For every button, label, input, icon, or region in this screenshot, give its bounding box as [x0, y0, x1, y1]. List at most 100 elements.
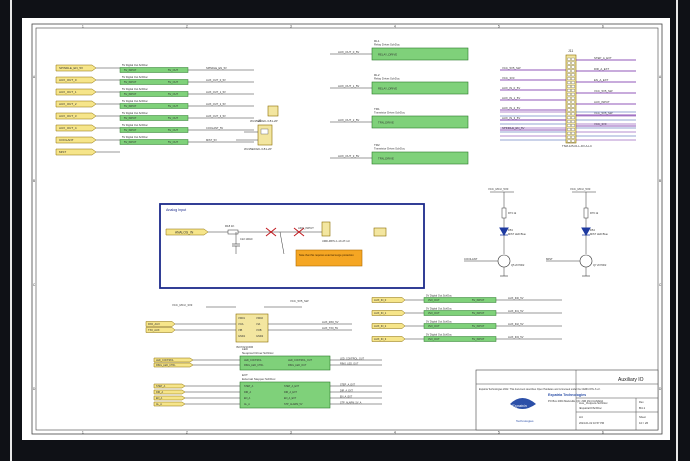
svg-text:Aux_Outputs.SchDoc: Aux_Outputs.SchDoc: [579, 401, 608, 405]
svg-text:Expatria: Expatria: [512, 403, 527, 408]
ext-stepper-net-in: EN_A: [156, 397, 163, 400]
input-port-label: AUX_OUT_1: [59, 90, 77, 94]
relay-net: AUX_OUT_3_5V: [338, 154, 359, 158]
row-label: D: [33, 387, 36, 391]
led-mosfet: [497, 254, 511, 268]
isolator-pin-right: VOB: [256, 328, 262, 332]
relay-net: AUX_OUT_2_5V: [338, 118, 359, 122]
svg-text:ISO7221CDR: ISO7221CDR: [236, 345, 253, 349]
led-resistor: [501, 207, 507, 219]
row-label: A: [659, 75, 662, 79]
relay-net: AUX_OUT_1_5V: [338, 84, 359, 88]
led-resistor: [583, 207, 589, 219]
column-label: 2: [186, 431, 188, 435]
aux-input-net: AUX_IN_1: [374, 311, 387, 315]
driver-doc-label: 5V Digital Out.SchDoc: [122, 123, 149, 127]
aux-input-doc: 5V Digital Out.SchDoc: [426, 294, 453, 298]
input-port-flag: [55, 76, 97, 84]
relay-doc: Transistor Driver.SchDoc: [374, 147, 406, 151]
led-driver-net-in: LED_CONTROL: [156, 359, 174, 362]
ext-stepper-pin-in: EN_A: [244, 397, 251, 400]
row-label: A: [33, 75, 36, 79]
led-fet-label: Q7 2N7002: [593, 263, 607, 267]
led-supply-label: VCC_MCU_5V0: [488, 187, 509, 191]
svg-text:ADC_INPUT: ADC_INPUT: [298, 226, 314, 230]
svg-text:Technologies: Technologies: [516, 419, 534, 423]
led-diode: [581, 227, 591, 237]
svg-text:Rev: Rev: [639, 400, 644, 404]
input-port-flag: [55, 148, 97, 156]
aux-input-pin-in: 3V3_OUT: [428, 298, 440, 302]
svg-text:R18 1K: R18 1K: [225, 224, 234, 228]
row-label: B: [659, 179, 661, 183]
relay-pin: RELAY_DRIVE: [378, 87, 397, 91]
isolator-pin-left: VIB: [238, 328, 242, 332]
input-port-label: AUX_OUT_3: [59, 114, 77, 118]
aux-input-pin-out: 5V_INPUT: [472, 324, 485, 328]
input-port-label: MIST: [59, 150, 66, 154]
led-ref: D53: [508, 228, 513, 232]
j11-right-net: VCC_5V5_SW: [594, 111, 613, 115]
j11-left-net: AUX_IN_3_5V: [502, 116, 520, 120]
driver-net-label: AUX_OUT_0_5V: [206, 78, 226, 82]
svg-text:EXT: EXT: [242, 373, 248, 377]
j11-left-net: VCC_3V3: [502, 76, 515, 80]
column-label: 6: [602, 25, 604, 29]
led-supply-label: VCC_MCU_5V0: [570, 187, 591, 191]
svg-text:Auxiliary IO: Auxiliary IO: [618, 377, 644, 383]
relay-pin: TRN_DRIVE: [378, 121, 394, 125]
row-label: D: [659, 387, 662, 391]
driver-pin-out: 5V_OUT: [168, 104, 179, 108]
isolator-pin-left: VOA: [238, 322, 244, 326]
sheet-frame: [31, 23, 663, 435]
aux-input-pin-out: 5V_INPUT: [472, 337, 485, 341]
aux-input-pin-in: 3V3_OUT: [428, 324, 440, 328]
ext-stepper-pin-out: DIR_A_EXT: [284, 391, 298, 394]
input-port-flag: [55, 64, 97, 72]
isolator-net-left: RX0_AUX: [148, 322, 160, 326]
ext-stepper-pin-in: STEP_A: [244, 385, 254, 388]
driver-pin-out: 5V_OUT: [168, 140, 179, 144]
relay-doc: Transistor Driver.SchDoc: [374, 111, 406, 115]
relay-ref: TR2: [374, 143, 380, 147]
column-label: 4: [394, 431, 396, 435]
led-mosfet: [579, 254, 593, 268]
svg-text:VCC_MCU_3V3: VCC_MCU_3V3: [172, 303, 193, 307]
ext-stepper-net-out: STP_ALARM_5V_A: [340, 401, 362, 404]
j11-right-net: DIR_A_EXT: [594, 67, 610, 71]
driver-doc-label: 5V Digital Out.SchDoc: [122, 75, 149, 79]
svg-text:J6: J6: [258, 119, 262, 123]
ext-stepper-net-out: DIR_A_EXT: [340, 389, 354, 392]
svg-text:VCC_5V5_SW: VCC_5V5_SW: [290, 299, 309, 303]
analog-input-section: Analog Input ANALOG_IN R18 1K C22 100nF …: [159, 203, 425, 289]
led-net-label: MIST: [546, 257, 553, 261]
relay-doc: Relay Driver.SchDoc: [374, 77, 400, 81]
aux-input-pin-out: 5V_INPUT: [472, 311, 485, 315]
svg-text:B4.1: B4.1: [639, 406, 646, 410]
svg-text:A4: A4: [579, 415, 583, 419]
led-fet-label: Q5 2N7002: [511, 263, 525, 267]
driver-pin-out: 5V_OUT: [168, 128, 179, 132]
led-net-label: COOLANT: [464, 257, 478, 261]
ext-stepper-net-in: DIR_A: [156, 391, 163, 394]
ext-stepper-pin-out: STEP_A_EXT: [284, 385, 300, 388]
aux-input-pin-out: 5V_INPUT: [472, 298, 485, 302]
aux-input-doc: 5V Digital Out.SchDoc: [426, 307, 453, 311]
input-port-flag: [55, 100, 97, 108]
svg-text:ANALOG_IN: ANALOG_IN: [175, 231, 194, 235]
led-diode: [499, 227, 509, 237]
svg-text:Neopixel Driver.SchDoc: Neopixel Driver.SchDoc: [242, 351, 274, 355]
window-right-border: [676, 0, 678, 461]
svg-text:\ExpatriaIO\SchDoc: \ExpatriaIO\SchDoc: [579, 406, 602, 410]
ext-stepper-net-in: AL_A: [156, 403, 162, 406]
column-label: 2: [186, 25, 188, 29]
svg-text:Note that this requires extern: Note that this requires external surge p…: [299, 253, 354, 257]
driver-doc-label: 5V Digital Out.SchDoc: [122, 135, 149, 139]
svg-text:Sheet: Sheet: [639, 415, 646, 419]
relay-pin: RELAY_DRIVE: [378, 53, 397, 57]
